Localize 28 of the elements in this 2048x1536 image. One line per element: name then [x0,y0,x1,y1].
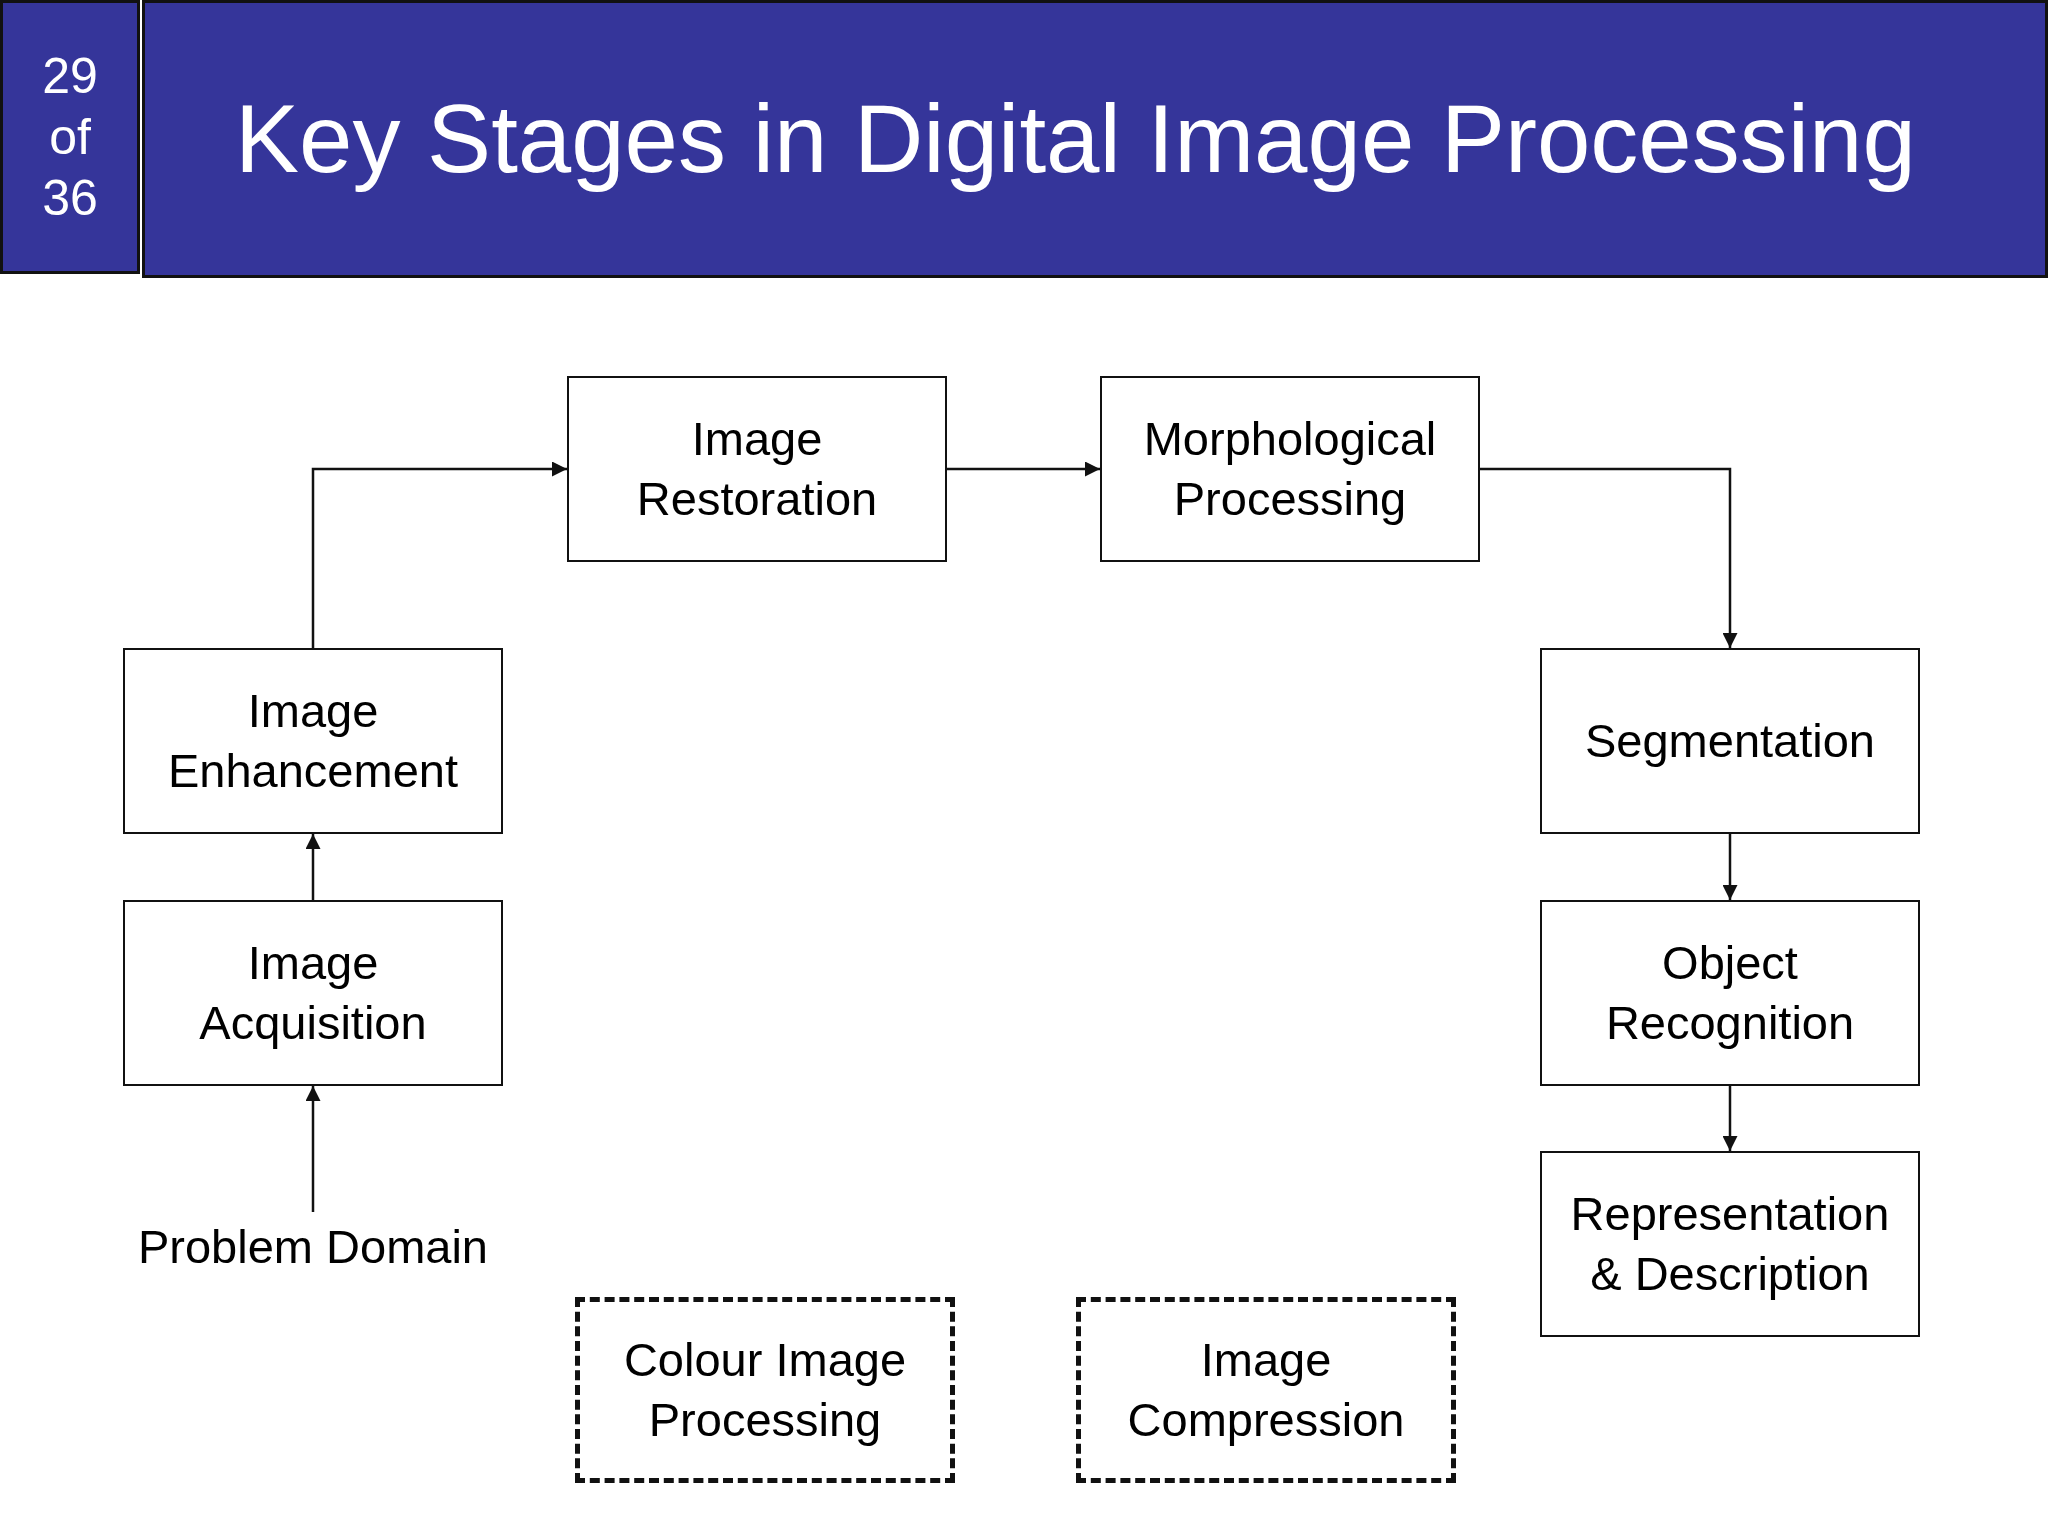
arrow [305,1086,321,1212]
stage-label: Object Recognition [1604,935,1856,1051]
arrow [1722,834,1738,900]
stage-label: Image Acquisition [198,935,428,1051]
process-box [123,648,503,834]
process-box [1100,376,1480,562]
dashed-process-box [1076,1297,1456,1483]
arrow [1480,467,1738,648]
arrow [305,834,321,900]
stage-label: Image Enhancement [166,683,459,799]
process-box [1540,1151,1920,1337]
arrow [311,461,567,648]
domain-label: Problem Domain [137,1219,489,1275]
process-box [567,376,947,562]
arrow [1722,1086,1738,1151]
stage-label: Segmentation [1583,713,1876,769]
stage-label: Image Compression [1126,1332,1406,1448]
stage-label: Colour Image Processing [622,1332,908,1448]
process-box [1540,900,1920,1086]
process-box [1540,648,1920,834]
arrow [947,461,1100,477]
stage-label: Image Restoration [635,411,879,527]
dashed-process-box [575,1297,955,1483]
process-box [123,900,503,1086]
stage-label: Morphological Processing [1142,411,1438,527]
stage-label: Representation & Description [1569,1186,1891,1302]
slide-number: 29 of 36 [41,46,99,228]
slide-title: Key Stages in Digital Image Processing [235,84,1916,194]
